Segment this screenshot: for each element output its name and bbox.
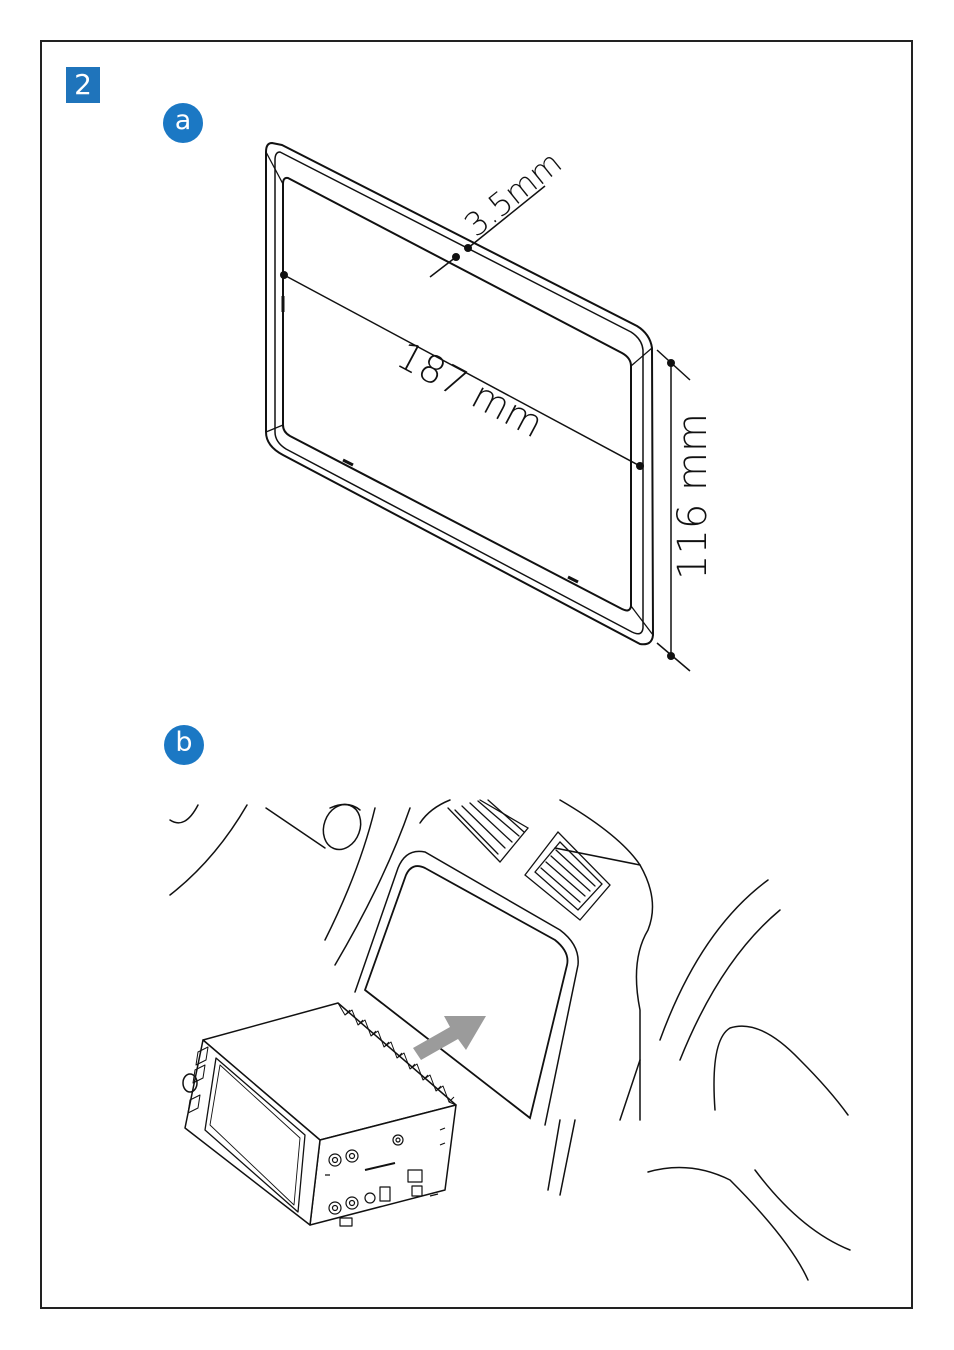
insert-arrow-icon	[413, 1016, 486, 1060]
width-label: 187 mm	[390, 333, 551, 446]
car-stereo-unit-drawing	[183, 1003, 456, 1226]
dimension-lines	[280, 186, 690, 671]
thickness-label: 3.5mm	[457, 143, 569, 244]
height-label: 116 mm	[670, 413, 716, 580]
